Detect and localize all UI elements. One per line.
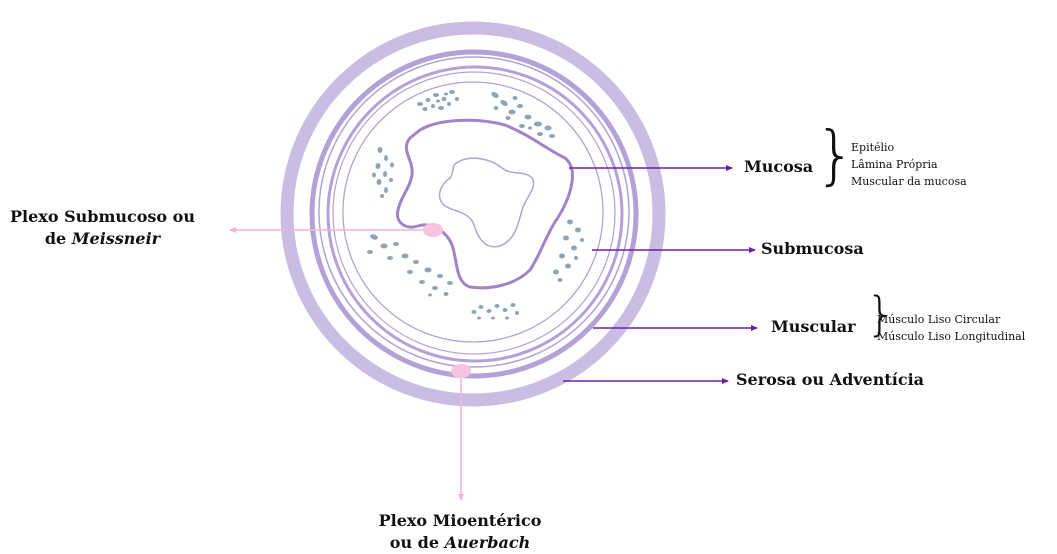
muscular-longitudinal-ring xyxy=(312,52,636,376)
plexo-mioenterico-author: Auerbach xyxy=(445,533,531,552)
mucosa-label: Mucosa xyxy=(744,157,813,176)
muscular-label: Muscular xyxy=(771,317,856,336)
gland-cluster-top-left xyxy=(417,90,459,111)
plexo-submucoso-label: Plexo Submucoso ou de Meissneir xyxy=(10,206,195,250)
plexo-mioenterico-prefix: ou de xyxy=(390,533,445,552)
mucosa-inner-lumen xyxy=(440,158,534,247)
gland-cluster-right xyxy=(553,220,584,283)
mucosa-sublayers: Epitélio Lâmina Própria Muscular da muco… xyxy=(851,139,967,190)
muscular-sublayer-circular: Músculo Liso Circular xyxy=(877,311,1025,328)
myenteric-plexus-ganglion xyxy=(451,364,471,378)
submucosal-plexus-ganglion xyxy=(423,223,443,237)
mucosa-sublayer-lamina-propria: Lâmina Própria xyxy=(851,156,967,173)
submucosa-label: Submucosa xyxy=(761,239,864,258)
plexo-mioenterico-line2: ou de Auerbach xyxy=(365,532,555,554)
plexo-submucoso-line1: Plexo Submucoso ou xyxy=(10,206,195,228)
mucosa-sublayer-epitelio: Epitélio xyxy=(851,139,967,156)
gland-cluster-top-right xyxy=(490,91,555,138)
plexo-submucoso-prefix: de xyxy=(45,229,72,248)
plexo-submucoso-line2: de Meissneir xyxy=(10,228,195,250)
muscular-ring-line-2 xyxy=(328,67,622,361)
gland-cluster-bottom xyxy=(472,303,520,320)
plexo-mioenterico-label: Plexo Mioentérico ou de Auerbach xyxy=(365,510,555,554)
plexo-submucoso-author: Meissneir xyxy=(72,229,160,248)
plexo-mioenterico-line1: Plexo Mioentérico xyxy=(365,510,555,532)
serosa-label: Serosa ou Adventícia xyxy=(736,370,924,389)
gland-cluster-left xyxy=(372,147,394,198)
gland-cluster-bottom-left xyxy=(367,233,453,296)
mucosa-brace: } xyxy=(815,124,856,188)
muscular-ring-line-1 xyxy=(319,57,629,367)
muscular-sublayer-longitudinal: Músculo Liso Longitudinal xyxy=(877,328,1025,345)
mucosa-fold-line xyxy=(397,120,572,288)
mucosa-sublayer-muscular-mucosa: Muscular da mucosa xyxy=(851,173,967,190)
muscular-sublayers: Músculo Liso Circular Músculo Liso Longi… xyxy=(877,311,1025,345)
